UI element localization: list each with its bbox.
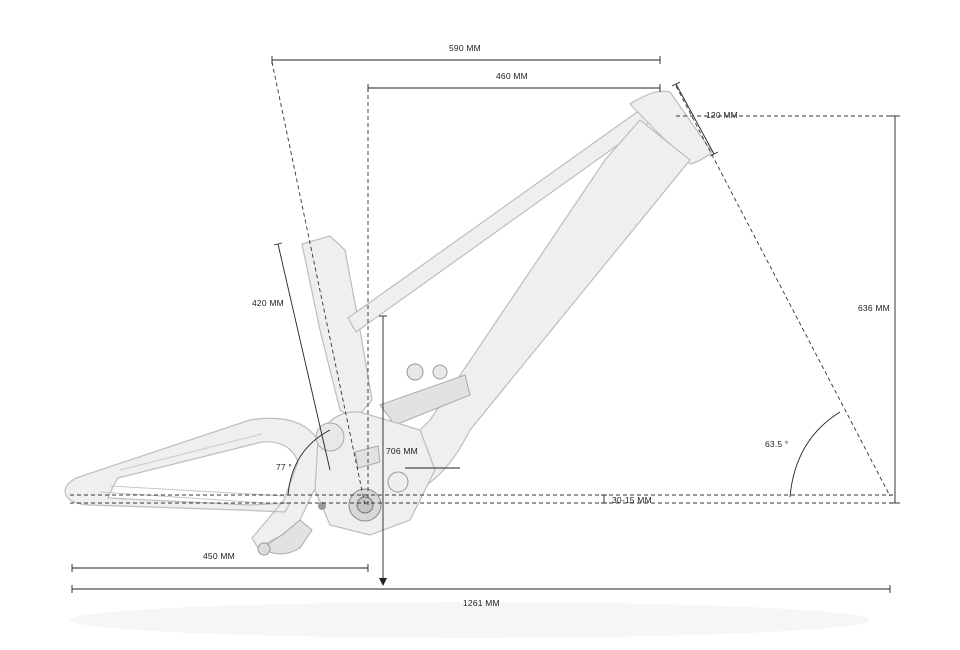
steering-axis-line [675, 85, 891, 497]
ground-shadow [70, 602, 870, 638]
seat-tube [301, 235, 373, 421]
shock-eyelet [406, 363, 424, 381]
dim-706-arrow [379, 578, 387, 586]
dim-420-tick-t [273, 242, 283, 246]
rocker-link [354, 445, 381, 469]
dim-120-tick-b [709, 151, 719, 157]
label-420: 420 MM [252, 298, 284, 308]
label-1261: 1261 MM [463, 598, 500, 608]
label-bbdrop: 30-15 MM [612, 495, 652, 505]
label-120: 120 MM [706, 110, 738, 120]
bike-frame [64, 90, 713, 556]
rear-axle [257, 542, 271, 556]
dim-420-line [277, 243, 331, 471]
dim-120-line [675, 83, 715, 155]
label-77: 77 ° [276, 462, 292, 472]
dimension-lines [71, 56, 900, 593]
down-tube [379, 119, 691, 496]
head-tube [629, 90, 713, 165]
label-450: 450 MM [203, 551, 235, 561]
effective-seat-line [271, 61, 366, 506]
label-460: 460 MM [496, 71, 528, 81]
dim-120-tick-t [671, 81, 681, 87]
link-pivot [315, 422, 345, 452]
label-706: 706 MM [386, 446, 418, 456]
main-pivot [387, 471, 409, 493]
label-63-5: 63.5 ° [765, 439, 789, 449]
chainstay-detail [99, 433, 286, 505]
head-angle-arc [789, 411, 841, 498]
bottom-bracket-inner [356, 496, 374, 514]
dimension-labels: 590 MM 460 MM 120 MM 636 MM 420 MM 77 ° … [203, 43, 890, 608]
rear-triangle [64, 417, 331, 549]
label-590: 590 MM [449, 43, 481, 53]
seat-angle-arc [287, 429, 331, 496]
lower-pivot [318, 502, 326, 510]
shock-mount [432, 364, 448, 380]
label-636: 636 MM [858, 303, 890, 313]
rear-shock [379, 374, 471, 426]
construction-lines [70, 61, 895, 506]
